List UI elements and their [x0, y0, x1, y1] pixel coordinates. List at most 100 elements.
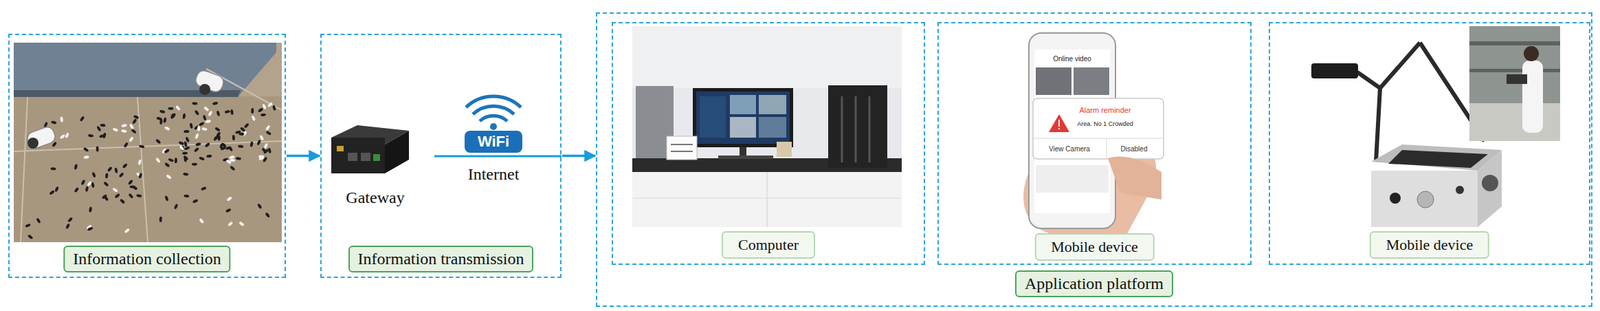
field-photo [1469, 26, 1561, 141]
farm-photo [175, 105, 181, 112]
farm-photo [164, 125, 171, 131]
field-photo [1523, 46, 1539, 62]
farm-photo [237, 144, 244, 148]
farm-photo [191, 101, 198, 105]
platform-panel: Mobile device [937, 21, 1252, 265]
farm-photo [215, 109, 220, 117]
farm-photo [86, 180, 93, 187]
farm-photo [200, 186, 207, 192]
farm-photo [163, 148, 170, 154]
farm-photo [122, 162, 128, 169]
farm-photo [197, 125, 200, 132]
farm-photo [178, 145, 185, 152]
farm-photo [83, 155, 89, 159]
farm-photo [138, 172, 143, 179]
camera-icon [199, 83, 211, 95]
farm-photo [265, 130, 272, 137]
computer-photo [670, 143, 693, 146]
farm-photo [13, 140, 282, 152]
portable-device [1455, 185, 1464, 194]
farm-photo [167, 157, 174, 163]
farm-photo [87, 226, 94, 231]
farm-photo [50, 120, 58, 125]
portable-device [1375, 87, 1381, 162]
gateway-device [336, 145, 344, 152]
farm-photo [114, 193, 121, 199]
farm-photo [189, 122, 194, 129]
farm-photo [213, 135, 219, 142]
group-panel: Information collection [8, 33, 286, 278]
farm-photo [119, 197, 126, 204]
portable-device [1371, 170, 1478, 227]
farm-photo [265, 124, 271, 131]
farm-photo [212, 101, 219, 106]
farm-photo [112, 127, 119, 132]
computer-photo [854, 96, 858, 163]
farm-photo [73, 186, 80, 194]
computer-photo [632, 171, 902, 227]
portable-device [1417, 191, 1434, 208]
farm-photo [178, 140, 185, 146]
gateway-device [373, 153, 381, 161]
computer-photo [739, 147, 747, 157]
alert-button: Disabled [1120, 145, 1148, 153]
phone-photo [1035, 164, 1109, 193]
farm-photo [195, 142, 202, 147]
computer-photo [670, 150, 693, 152]
farm-photo [159, 216, 163, 222]
farm-photo [131, 184, 139, 191]
computer-photo [632, 197, 902, 199]
farm-photo [272, 104, 277, 111]
farm-photo [263, 148, 270, 154]
farm-photo [170, 112, 175, 119]
field-photo [1506, 74, 1528, 84]
phone-photo [1107, 156, 1162, 200]
network-label: Internet [468, 164, 520, 184]
farm-photo [164, 195, 170, 202]
farm-photo [35, 217, 42, 224]
camera-icon [25, 125, 58, 150]
computer-photo [632, 26, 902, 227]
computer-photo [692, 87, 794, 148]
gateway-device [360, 152, 371, 161]
farm-photo [120, 123, 128, 128]
farm-photo [243, 122, 249, 128]
flow-arrow [562, 154, 596, 158]
gateway-device [347, 152, 358, 161]
farm-photo [232, 134, 236, 141]
computer-photo [868, 96, 871, 163]
farm-photo [167, 107, 174, 110]
farm-photo [207, 109, 213, 117]
farm-photo [229, 164, 236, 171]
farm-photo [250, 114, 256, 121]
farm-photo [155, 156, 161, 163]
farm-photo [127, 192, 134, 199]
flow-arrow [286, 154, 320, 158]
farm-photo [182, 172, 190, 176]
farm-photo [194, 132, 200, 139]
farm-photo [13, 42, 282, 242]
farm-photo [183, 140, 188, 148]
farm-photo [258, 154, 264, 158]
farm-photo [96, 145, 99, 152]
group-panel: Information transmission [320, 33, 562, 278]
farm-photo [80, 179, 86, 186]
farm-photo [206, 153, 212, 158]
camera-icon [27, 137, 39, 149]
platform-panel: Mobile device [1268, 21, 1591, 265]
farm-photo [205, 119, 212, 124]
farm-photo [204, 142, 211, 148]
farm-photo [193, 146, 200, 152]
field-photo [1469, 41, 1561, 46]
farm-photo [13, 42, 277, 97]
alert-message: Area. No 1 Crowded [1076, 120, 1134, 128]
farm-photo [225, 145, 232, 150]
farm-photo [165, 173, 172, 180]
computer-photo [699, 96, 726, 138]
farm-photo [138, 144, 146, 149]
farm-photo [164, 162, 171, 168]
phone-photo [1048, 114, 1070, 132]
farm-photo [54, 186, 60, 193]
farm-photo [103, 195, 109, 202]
farm-photo [182, 151, 188, 155]
